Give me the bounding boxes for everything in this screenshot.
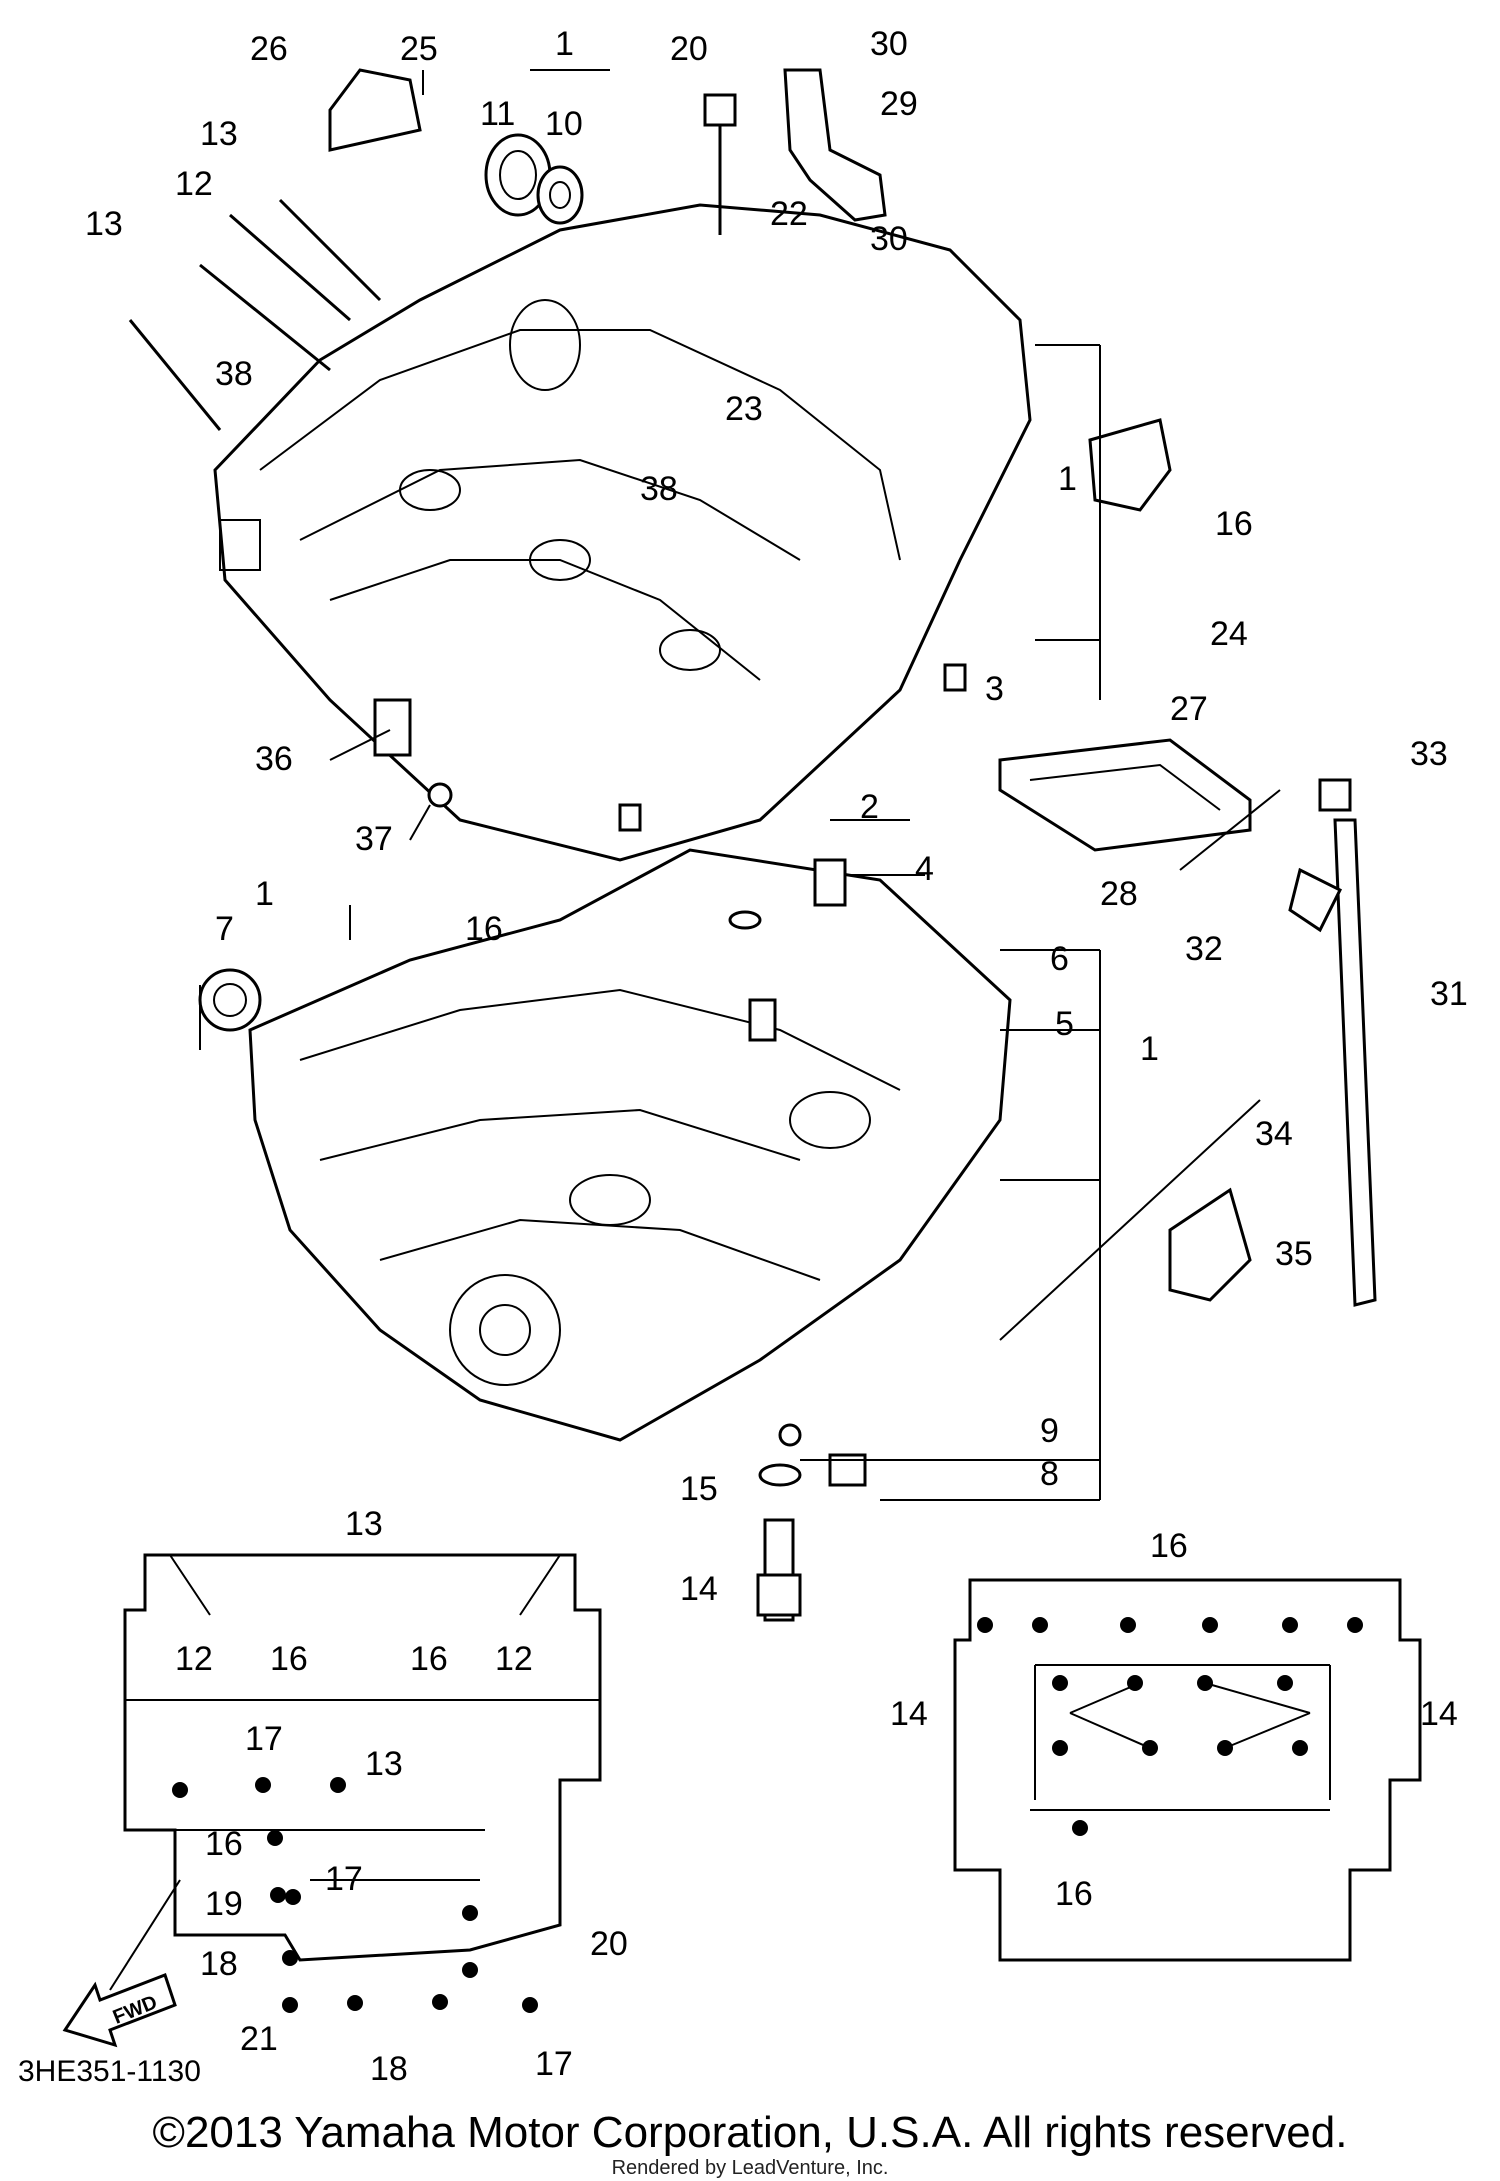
detail-callout-12: 12	[495, 1640, 533, 1678]
detail-callout-12: 12	[175, 1640, 213, 1678]
rendered-by-credit: Rendered by LeadVenture, Inc.	[611, 2157, 889, 2179]
drain-bolt	[756, 1423, 867, 1622]
callout-6: 6	[1050, 940, 1069, 978]
callout-24: 24	[1210, 615, 1248, 653]
detail-callout-13: 13	[345, 1505, 383, 1543]
breather-pipe	[1318, 778, 1377, 1307]
detail-callout-17: 17	[325, 1860, 363, 1898]
callout-27: 27	[1170, 690, 1208, 728]
detail-callout-18: 18	[370, 2050, 408, 2088]
strainer-cover	[998, 738, 1252, 852]
dowel-pins	[618, 663, 967, 1042]
callout-20: 20	[670, 30, 708, 68]
diagram-code: 3HE351-1130	[18, 2055, 201, 2088]
callout-4: 4	[915, 850, 934, 888]
callout-33: 33	[1410, 735, 1448, 773]
callout-35: 35	[1275, 1235, 1313, 1273]
callout-8: 8	[1040, 1455, 1059, 1493]
callout-29: 29	[880, 85, 918, 123]
bearing-and-seal	[484, 133, 584, 225]
detail-callout-16: 16	[1150, 1527, 1188, 1565]
detail-callout-14: 14	[890, 1695, 928, 1733]
detail-callout-16: 16	[205, 1825, 243, 1863]
oil-baffle-bracket	[1088, 418, 1343, 1302]
callout-16: 16	[465, 910, 503, 948]
callout-1: 1	[555, 25, 574, 63]
oil-seal-7	[198, 968, 262, 1032]
callout-1: 1	[1140, 1030, 1159, 1068]
callout-32: 32	[1185, 930, 1223, 968]
callout-13: 13	[85, 205, 123, 243]
callout-11: 11	[480, 95, 515, 133]
callout-37: 37	[355, 820, 393, 858]
callout-14: 14	[680, 1570, 718, 1608]
callout-2: 2	[860, 788, 879, 826]
detail-right-bolt-pattern: 16 14 14 16	[890, 1527, 1458, 1962]
detail-callout-13: 13	[365, 1745, 403, 1783]
detail-callout-21: 21	[240, 2020, 278, 2058]
callout-30: 30	[870, 220, 908, 258]
callout-28: 28	[1100, 875, 1138, 913]
callout-30: 30	[870, 25, 908, 63]
bolt-dots	[172, 1777, 538, 2013]
detail-callout-17: 17	[245, 1720, 283, 1758]
leader-lines	[199, 69, 1281, 1501]
callout-22: 22	[770, 195, 808, 233]
copyright-notice: ©2013 Yamaha Motor Corporation, U.S.A. A…	[152, 2108, 1348, 2157]
detail-callout-18: 18	[200, 1945, 238, 1983]
callout-34: 34	[1255, 1115, 1293, 1153]
callout-36: 36	[255, 740, 293, 778]
detail-callout-16: 16	[270, 1640, 308, 1678]
callout-25: 25	[400, 30, 438, 68]
cover-plate	[328, 68, 422, 152]
callout-9: 9	[1040, 1412, 1059, 1450]
callout-3: 3	[985, 670, 1004, 708]
callout-1: 1	[1058, 460, 1077, 498]
callout-7: 7	[215, 910, 234, 948]
detail-callout-17: 17	[535, 2045, 573, 2083]
stud-bolts	[128, 93, 737, 431]
bolt-dots	[977, 1617, 1363, 1836]
callout-31: 31	[1430, 975, 1468, 1013]
main-callouts: 1 1 1 1 2 3 4 5 6 7 8 9 10 11 12 13 13 1…	[85, 25, 1468, 1608]
detail-callout-16: 16	[410, 1640, 448, 1678]
detail-left-bolt-pattern: 13 12 16 16 12 17 13 16 17 19 18 20 21 1…	[109, 1505, 628, 2088]
breather-hose	[783, 68, 887, 222]
callout-38: 38	[215, 355, 253, 393]
detail-callout-19: 19	[205, 1885, 243, 1923]
oil-switch	[373, 698, 453, 808]
callout-26: 26	[250, 30, 288, 68]
fwd-arrow-icon: FWD	[62, 1973, 177, 2048]
callout-10: 10	[545, 105, 583, 143]
callout-12: 12	[175, 165, 213, 203]
callout-15: 15	[680, 1470, 718, 1508]
lower-crankcase	[248, 848, 1012, 1442]
detail-callout-16: 16	[1055, 1875, 1093, 1913]
upper-crankcase	[213, 203, 1032, 862]
callout-23: 23	[725, 390, 763, 428]
callout-16: 16	[1215, 505, 1253, 543]
callout-5: 5	[1055, 1005, 1074, 1043]
callout-38: 38	[640, 470, 678, 508]
detail-callout-14: 14	[1420, 1695, 1458, 1733]
callout-13: 13	[200, 115, 238, 153]
callout-1: 1	[255, 875, 274, 913]
detail-callout-20: 20	[590, 1925, 628, 1963]
